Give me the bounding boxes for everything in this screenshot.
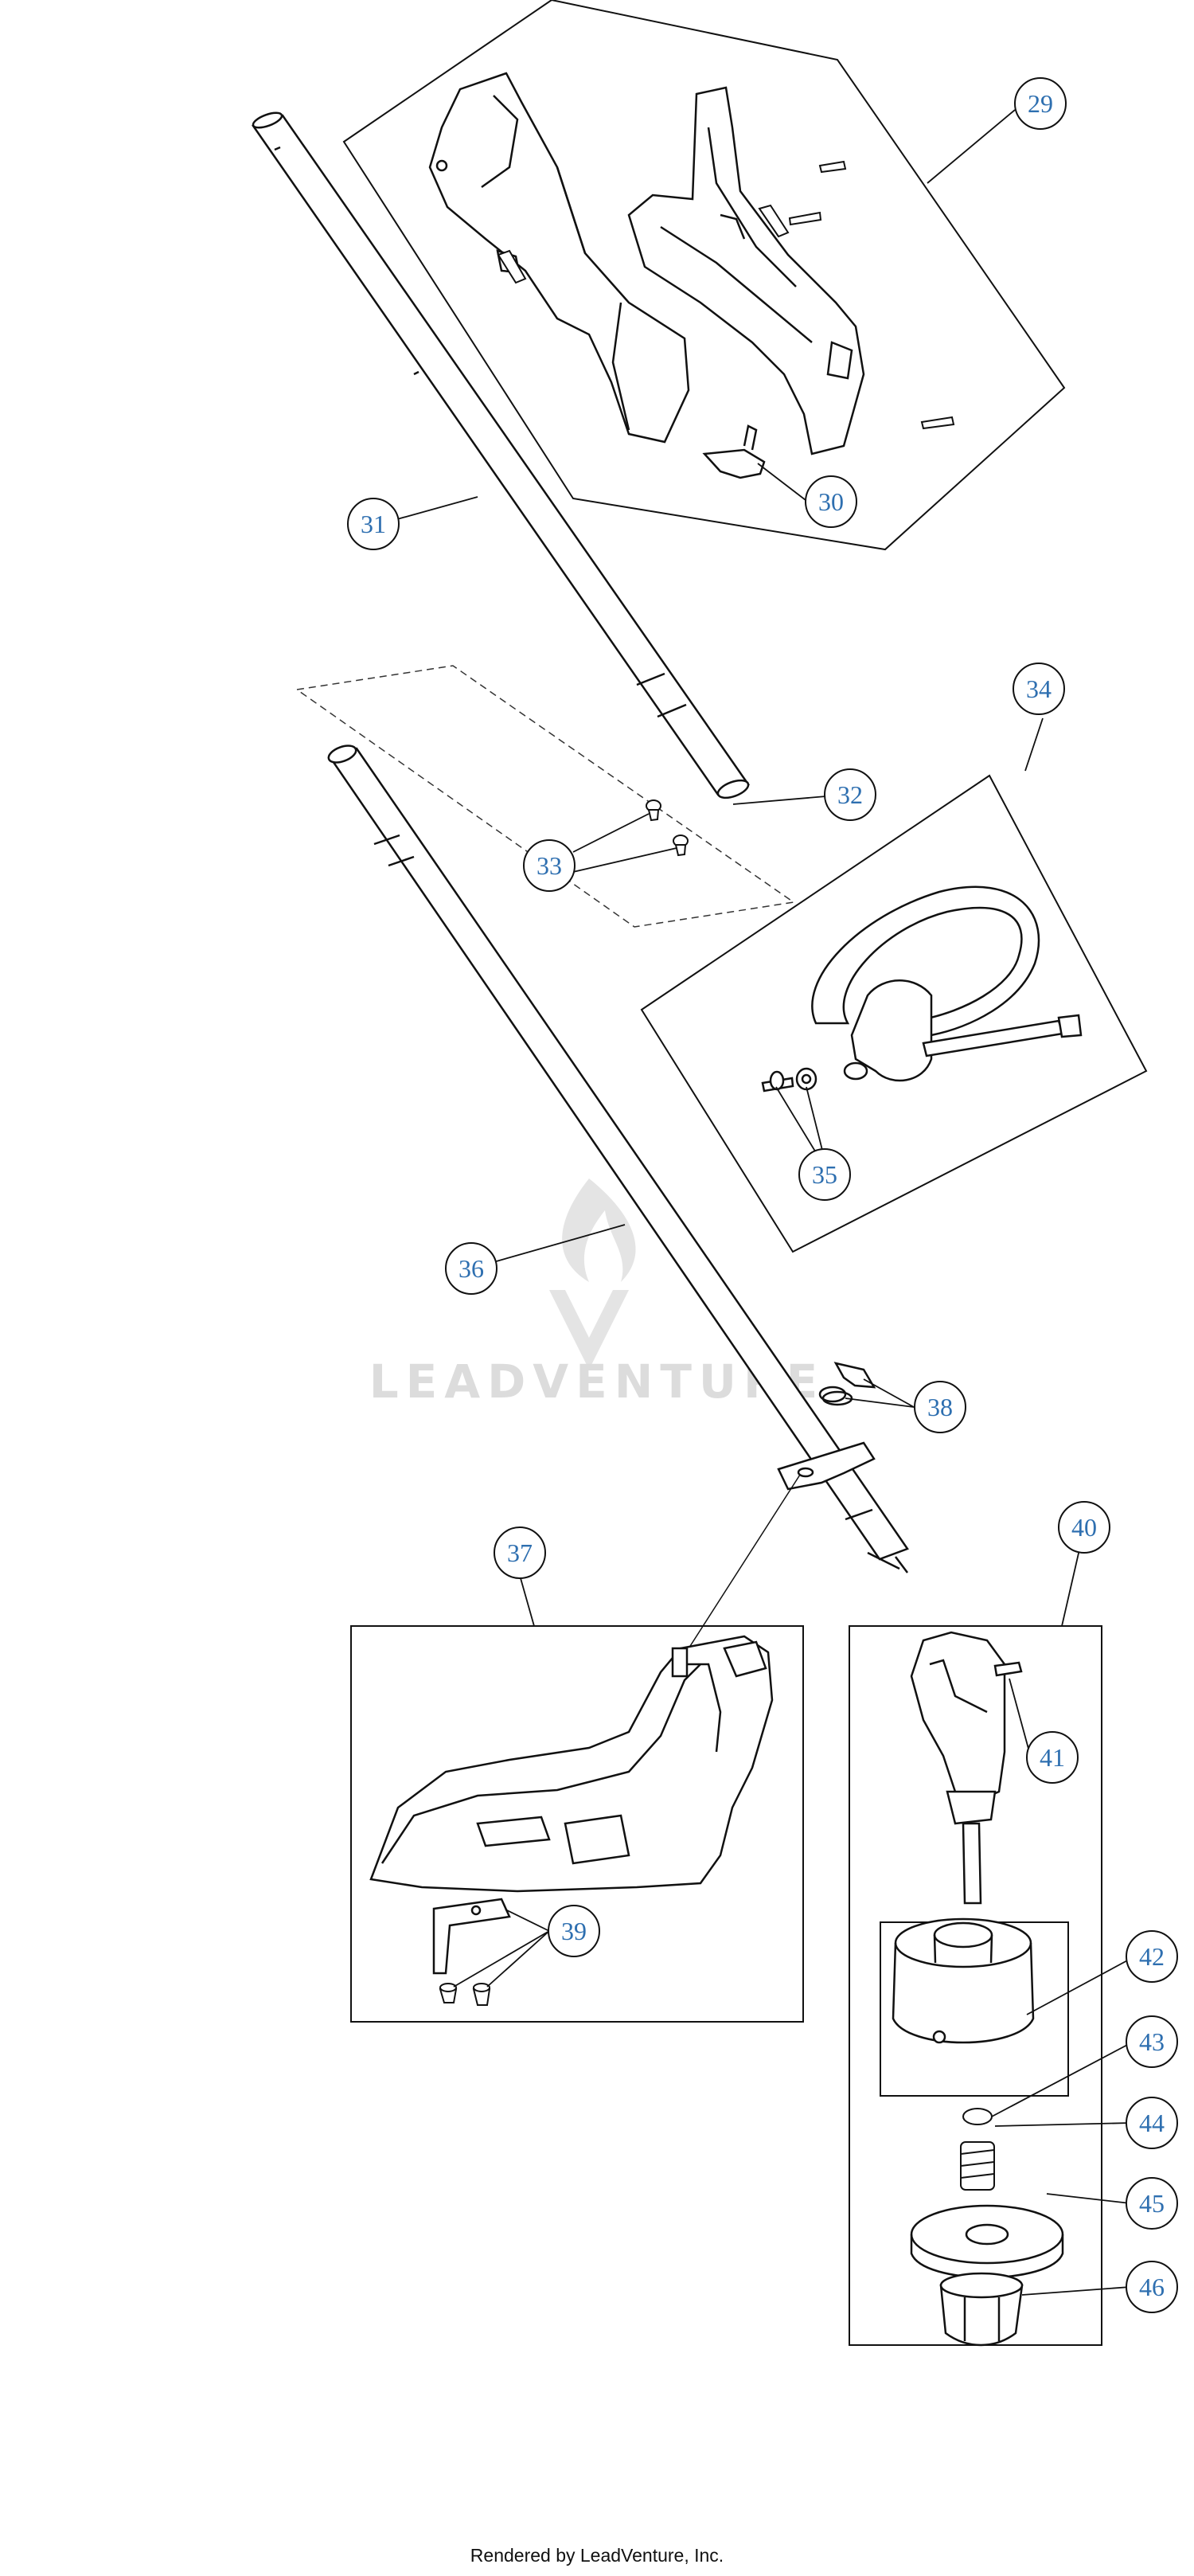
spring-44 bbox=[960, 2141, 995, 2191]
callout-36: 36 bbox=[445, 1242, 498, 1295]
leadventure-watermark: LEADVENTURE bbox=[369, 1179, 825, 1409]
guard-screws bbox=[439, 1983, 491, 2006]
assist-handle bbox=[761, 885, 1083, 1093]
callout-label-33: 33 bbox=[537, 851, 562, 880]
callout-37: 37 bbox=[494, 1526, 546, 1579]
callout-45: 45 bbox=[1126, 2177, 1178, 2230]
bump-knob-46 bbox=[939, 2272, 1024, 2347]
callout-42: 42 bbox=[1126, 1930, 1178, 1983]
group-box-37 bbox=[350, 1625, 804, 2023]
washer-43 bbox=[962, 2108, 993, 2125]
lower-shaft bbox=[327, 745, 909, 1573]
gearbox bbox=[910, 1631, 1023, 1905]
callout-label-31: 31 bbox=[361, 510, 386, 538]
callout-31: 31 bbox=[347, 498, 400, 550]
callout-44: 44 bbox=[1126, 2097, 1178, 2149]
callout-30: 30 bbox=[805, 475, 857, 528]
callout-32: 32 bbox=[824, 768, 876, 821]
callout-41: 41 bbox=[1026, 1731, 1079, 1784]
guard-bracket bbox=[432, 1898, 511, 1975]
group-box-34 bbox=[640, 774, 1148, 1253]
callout-label-45: 45 bbox=[1139, 2189, 1165, 2218]
callout-46: 46 bbox=[1126, 2261, 1178, 2313]
callout-39: 39 bbox=[548, 1905, 600, 1957]
callout-label-35: 35 bbox=[812, 1160, 837, 1189]
callout-29: 29 bbox=[1014, 77, 1067, 130]
trigger-part bbox=[702, 424, 766, 479]
upper-shaft bbox=[252, 111, 750, 799]
callout-label-43: 43 bbox=[1139, 2027, 1165, 2056]
callout-label-41: 41 bbox=[1040, 1743, 1065, 1772]
callout-label-37: 37 bbox=[507, 1538, 533, 1567]
callout-43: 43 bbox=[1126, 2015, 1178, 2068]
callout-label-34: 34 bbox=[1026, 674, 1052, 703]
callout-label-42: 42 bbox=[1139, 1942, 1165, 1971]
callout-label-32: 32 bbox=[837, 780, 863, 809]
callout-label-39: 39 bbox=[561, 1917, 587, 1945]
footer-credit: Rendered by LeadVenture, Inc. bbox=[470, 2545, 724, 2566]
group-box-29 bbox=[342, 0, 1066, 551]
callout-label-46: 46 bbox=[1139, 2273, 1165, 2301]
leadventure-logo-icon bbox=[549, 1179, 636, 1370]
spool-45 bbox=[910, 2204, 1064, 2279]
callout-label-40: 40 bbox=[1071, 1513, 1097, 1542]
callout-label-44: 44 bbox=[1139, 2109, 1165, 2137]
callout-label-29: 29 bbox=[1028, 89, 1053, 118]
callout-label-30: 30 bbox=[818, 487, 844, 516]
shaft-clamp bbox=[777, 1362, 876, 1491]
guide-lines bbox=[685, 1474, 801, 1653]
handle-housing-right bbox=[627, 86, 865, 455]
callout-label-36: 36 bbox=[458, 1254, 484, 1283]
callout-40: 40 bbox=[1058, 1501, 1110, 1554]
callout-label-38: 38 bbox=[927, 1393, 953, 1421]
watermark-text: LEADVENTURE bbox=[369, 1354, 825, 1409]
callout-34: 34 bbox=[1013, 663, 1065, 715]
callout-33: 33 bbox=[523, 839, 576, 892]
callout-38: 38 bbox=[914, 1381, 966, 1433]
trimmer-head-cover bbox=[892, 1917, 1035, 2044]
callout-35: 35 bbox=[798, 1148, 851, 1201]
screws-33 bbox=[646, 799, 689, 857]
housing-screws bbox=[497, 160, 955, 430]
grass-guard bbox=[369, 1635, 774, 1893]
